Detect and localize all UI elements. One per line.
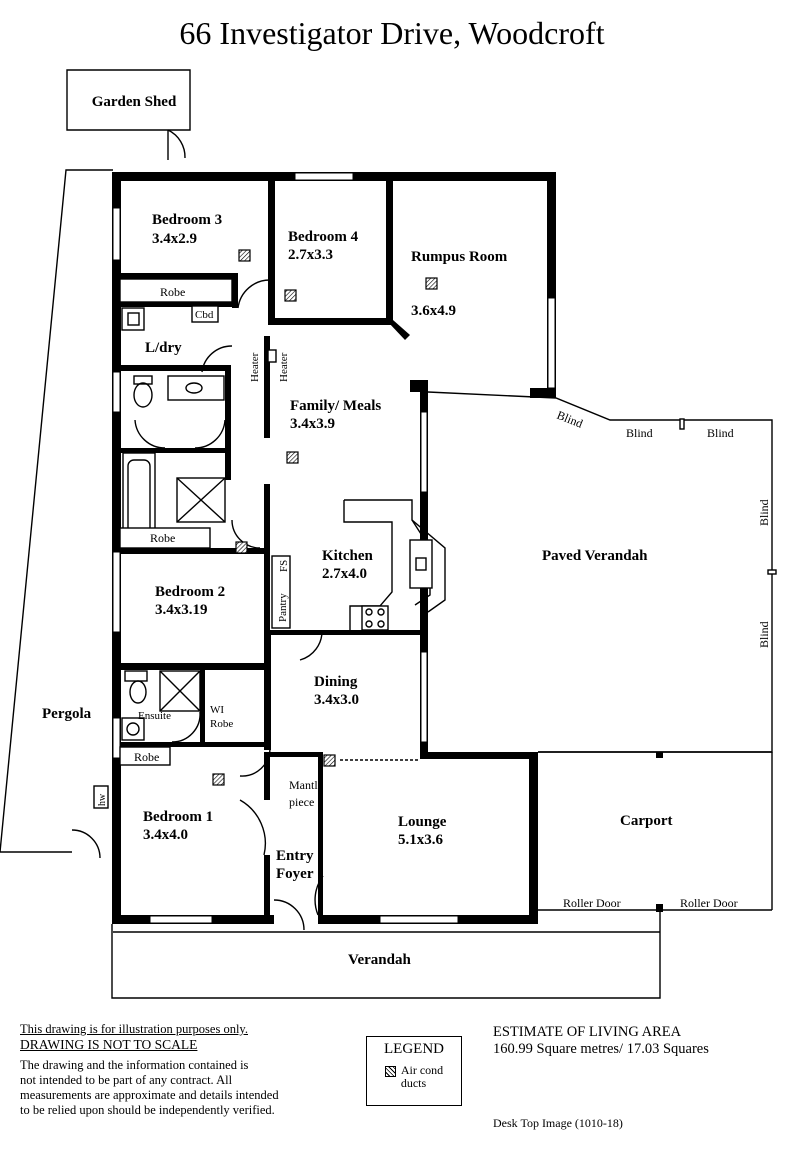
living-area-heading: ESTIMATE OF LIVING AREA [493,1024,682,1040]
cbd-label: Cbd [195,309,214,321]
rumpus-size: 3.6x4.9 [411,303,456,319]
robe-b3-label: Robe [160,285,185,299]
bedroom4-size: 2.7x3.3 [288,247,333,263]
bathroom-fixtures [119,278,233,766]
legend: LEGEND Air cond ducts [366,1036,462,1106]
credit: Desk Top Image (1010-18) [493,1116,623,1130]
disclaimer-line2: DRAWING IS NOT TO SCALE [20,1037,198,1052]
windows [112,172,556,924]
hw-label: hw [97,793,108,806]
dining-size: 3.4x3.0 [314,692,359,708]
carport-label: Carport [620,813,673,829]
robe-b2-label: Robe [150,531,175,545]
disclaimer-body-4: to be relied upon should be independentl… [20,1103,275,1117]
entry-l1: Entry [276,848,314,864]
mantle-l2: piece [289,795,314,809]
verandah-label: Verandah [348,952,411,968]
air-cond-duct-icons [212,249,438,786]
garden-shed: Garden Shed [66,69,191,160]
blind-label-4: Blind [757,499,771,526]
living-area: ESTIMATE OF LIVING AREA 160.99 Square me… [493,1024,709,1058]
paved-verandah-label: Paved Verandah [542,548,648,564]
roller-door-1: Roller Door [563,896,621,910]
kitchen-size: 2.7x4.0 [322,566,367,582]
pantry-label: Pantry [277,593,289,622]
dining-name: Dining [314,674,358,690]
blind-label-5: Blind [757,621,771,648]
bedroom3-size: 3.4x2.9 [152,231,197,247]
ldry-label: L/dry [145,340,182,356]
blind-label-1: Blind [555,408,585,431]
outdoor-areas [111,391,777,999]
living-area-value: 160.99 Square metres/ 17.03 Squares [493,1041,709,1057]
bedroom1-name: Bedroom 1 [143,809,213,825]
door-swings [134,279,418,931]
pergola: Pergola hw [0,169,113,859]
disclaimer: This drawing is for illustration purpose… [20,1022,340,1118]
family-name: Family/ Meals [290,398,381,414]
disclaimer-body-3: measurements are approximate and details… [20,1088,279,1102]
plan-title: 66 Investigator Drive, Woodcroft [179,15,604,51]
fs-label: FS [278,560,290,572]
legend-title: LEGEND [384,1041,444,1057]
wi-robe-l1: WI [210,704,224,716]
bedroom4-name: Bedroom 4 [288,229,359,245]
floor-plan: 66 Investigator Drive, Woodcroft Garden … [0,15,777,999]
lounge-name: Lounge [398,814,447,830]
blind-label-3: Blind [707,426,734,440]
wi-robe-l2: Robe [210,718,233,730]
entry-l2: Foyer [276,866,314,882]
mantle-l1: Mantle [289,778,323,792]
bedroom3-name: Bedroom 3 [152,212,222,228]
kitchen-bench [343,499,446,631]
pergola-label: Pergola [42,706,92,722]
interior-walls [120,172,421,923]
garden-shed-label: Garden Shed [92,94,177,110]
heater-label-2: Heater [278,352,290,382]
disclaimer-body-2: not intended to be part of any contract.… [20,1073,233,1087]
air-cond-duct-icon [384,1066,396,1077]
bedroom2-size: 3.4x3.19 [155,602,208,618]
lounge-size: 5.1x3.6 [398,832,444,848]
disclaimer-line1: This drawing is for illustration purpose… [20,1022,248,1036]
legend-item-l1: Air cond [400,1063,444,1077]
disclaimer-body-1: The drawing and the information containe… [20,1058,249,1072]
kitchen-name: Kitchen [322,548,373,564]
bedroom1-size: 3.4x4.0 [143,827,188,843]
rumpus-name: Rumpus Room [411,249,508,265]
ensuite-label: Ensuite [138,710,171,722]
heater-label-1: Heater [249,352,261,382]
blind-label-2: Blind [626,426,653,440]
robe-b1-label: Robe [134,750,159,764]
family-size: 3.4x3.9 [290,416,335,432]
legend-item-l2: ducts [400,1076,427,1090]
roller-door-2: Roller Door [680,896,738,910]
bedroom2-name: Bedroom 2 [155,584,225,600]
